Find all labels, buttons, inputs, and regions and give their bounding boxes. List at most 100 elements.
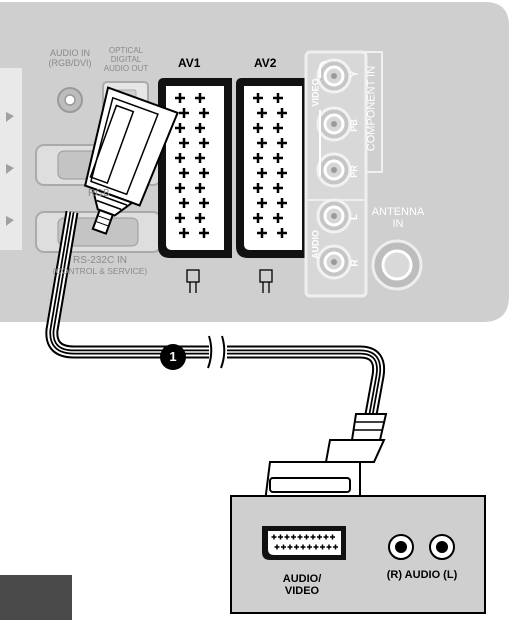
device-scart-pins — [271, 534, 338, 550]
component-in-title: COMPONENT IN — [365, 65, 378, 152]
av2-pin — [253, 93, 263, 103]
callout-circle — [160, 344, 186, 370]
audio-label: AUDIO — [310, 230, 321, 259]
cable-break-gap — [209, 340, 227, 364]
device-scart-pin — [326, 544, 332, 550]
device-audio-r-jack — [388, 534, 414, 560]
av1-scart-socket — [158, 78, 232, 258]
rgb-label: RGB — [88, 188, 110, 199]
av2-pin — [253, 183, 263, 193]
device-scart-pin — [313, 544, 319, 550]
jack-label-l: L — [349, 213, 361, 221]
device-scart-pin — [310, 534, 316, 540]
device-scart-pin — [300, 544, 306, 550]
av1-pin — [175, 123, 185, 133]
jack-label-y: Y — [349, 70, 361, 78]
av2-pin — [253, 123, 263, 133]
av1-scart-symbol — [186, 269, 200, 293]
audio-video-label: AUDIO/ VIDEO — [282, 573, 322, 597]
audio-in-label: AUDIO IN (RGB/DVI) — [48, 48, 92, 68]
device-scart-pin — [291, 534, 296, 540]
device-scart-pin — [274, 544, 280, 550]
av1-label: AV1 — [178, 56, 201, 70]
av1-pin — [179, 198, 189, 208]
av1-pin — [195, 213, 205, 223]
scart-plug-tv — [83, 86, 179, 235]
optical-label: OPTICAL DIGITAL AUDIO OUT — [103, 46, 149, 73]
av2-pin — [273, 153, 283, 163]
av1-pin — [199, 198, 209, 208]
page-tab — [0, 575, 72, 620]
av1-pin — [179, 168, 189, 178]
av2-pin — [277, 228, 287, 238]
jack-pr-pin — [331, 167, 337, 173]
device-scart-pin — [330, 534, 335, 540]
device-scart-pin — [297, 534, 303, 540]
av2-pin — [253, 153, 263, 163]
av1-pin — [175, 153, 185, 163]
callout-number: 1 — [169, 349, 177, 364]
av1-pin — [179, 108, 189, 118]
av1-pin — [175, 213, 185, 223]
av1-pin — [179, 228, 189, 238]
av1-pin — [199, 108, 209, 118]
device-scart-pin — [294, 544, 299, 550]
jack-l-pin — [331, 213, 337, 219]
side-bracket — [0, 68, 22, 250]
device-scart-pin — [320, 544, 325, 550]
av2-scart-socket — [236, 78, 310, 258]
jack-y-pin — [331, 73, 337, 79]
av2-pin — [257, 108, 267, 118]
av2-pin — [273, 93, 283, 103]
device-scart-pin — [281, 544, 286, 550]
av1-pin — [195, 183, 205, 193]
av2-label: AV2 — [254, 56, 277, 70]
device-scart-pin — [271, 534, 277, 540]
jack-pb-pin — [331, 121, 337, 127]
component-jacks — [316, 58, 352, 280]
jack-r-pin — [331, 259, 337, 265]
jack-label-pr: PR — [348, 165, 359, 178]
device-scart-pin — [323, 534, 329, 540]
av2-pin — [257, 228, 267, 238]
component-video-bracket — [319, 61, 327, 176]
av2-pin — [257, 168, 267, 178]
av2-pin — [277, 108, 287, 118]
av2-pin — [257, 138, 267, 148]
antenna-jack — [371, 239, 423, 291]
av1-pin — [195, 153, 205, 163]
device-audio-l-jack — [429, 534, 455, 560]
av2-pin — [273, 213, 283, 223]
device-scart-pin — [278, 534, 283, 540]
side-bracket-marks — [6, 112, 14, 226]
device-scart-pin — [304, 534, 309, 540]
jack-label-r: R — [349, 259, 361, 267]
device-scart-pin — [287, 544, 293, 550]
av2-pin — [273, 183, 283, 193]
jack-label-pb: PB — [348, 119, 359, 132]
audio-lr-label: (R) AUDIO (L) — [386, 569, 458, 581]
av1-pin — [175, 183, 185, 193]
av2-pin — [257, 198, 267, 208]
rs232c-label: RS-232C IN (CONTROL & SERVICE) — [52, 255, 148, 276]
av1-pin — [199, 138, 209, 148]
device-scart-pin — [317, 534, 322, 540]
video-label: VIDEO — [310, 78, 321, 107]
av2-pin — [277, 138, 287, 148]
av1-pin — [199, 228, 209, 238]
component-label-strip — [365, 51, 383, 173]
av1-pin — [175, 93, 185, 103]
antenna-label: ANTENNA IN — [371, 206, 425, 230]
av1-pin — [179, 138, 189, 148]
av1-pin — [195, 123, 205, 133]
av2-pin — [277, 168, 287, 178]
device-scart-socket — [262, 526, 346, 560]
av1-pin — [195, 93, 205, 103]
av2-pin — [277, 198, 287, 208]
av2-pin — [253, 213, 263, 223]
av2-pin — [273, 123, 283, 133]
device-scart-pin — [333, 544, 338, 550]
device-scart-pin — [284, 534, 290, 540]
device-scart-pin — [307, 544, 312, 550]
